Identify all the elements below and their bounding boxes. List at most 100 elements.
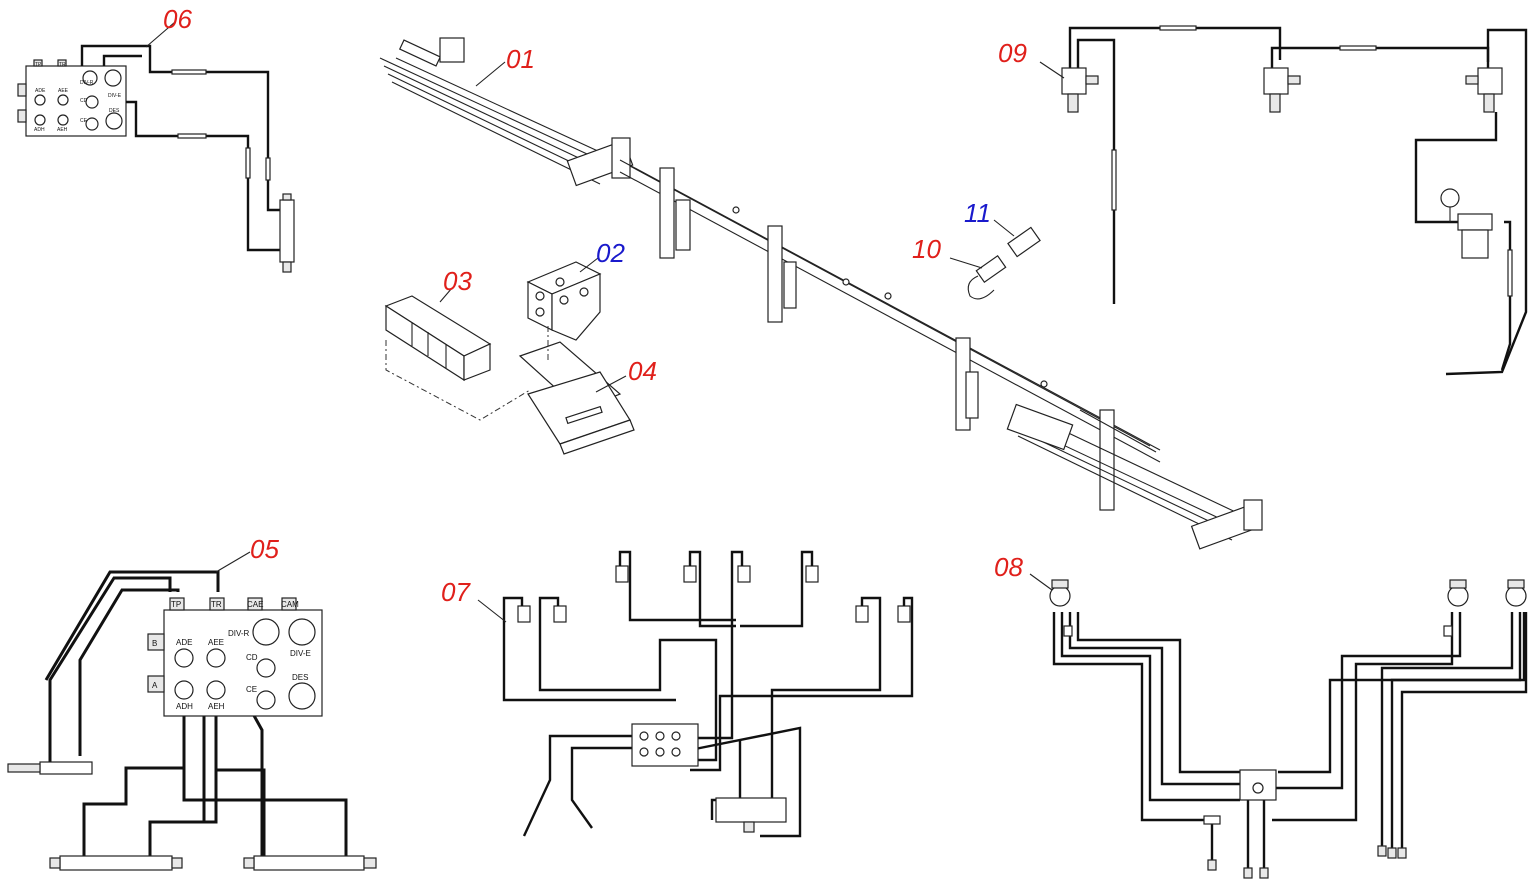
- valve-07: [737, 565, 751, 583]
- valve-07: [805, 565, 819, 583]
- bracket: [1243, 499, 1263, 531]
- valve-port: [535, 291, 545, 301]
- hose: [1068, 612, 1246, 786]
- port-stub: [33, 59, 43, 67]
- hose-sleeve: [177, 133, 207, 139]
- callout-02: 02: [596, 238, 625, 268]
- port-fitting: [85, 117, 99, 131]
- port-fitting: [57, 94, 69, 106]
- hose: [1445, 28, 1528, 376]
- pipe: [1079, 409, 1157, 453]
- assembly-07: [477, 550, 914, 838]
- port-stub-b: [147, 633, 165, 651]
- port-stub: [17, 109, 27, 123]
- bracket: [611, 137, 631, 179]
- port-label-des: DES: [292, 673, 308, 682]
- assembly-02: [526, 257, 602, 341]
- port-label-cd: CD: [80, 98, 88, 104]
- port-fitting-cd: [256, 658, 276, 678]
- cylinder-05-c: [253, 855, 365, 871]
- valve-port: [1287, 75, 1301, 85]
- valve-port: [555, 277, 565, 287]
- hose: [618, 550, 736, 622]
- hose: [1270, 46, 1490, 68]
- leader-line: [949, 257, 983, 269]
- hose: [1052, 612, 1210, 822]
- port-fitting: [104, 69, 122, 87]
- hose: [102, 54, 142, 66]
- port-label-div-r: DIV-R: [228, 629, 250, 638]
- post: [1099, 409, 1115, 511]
- cylinder-05-a: [39, 761, 93, 775]
- valve-port: [1465, 75, 1479, 85]
- assembly-04: [518, 326, 635, 455]
- pipe-clamp: [398, 39, 442, 67]
- bolt: [1040, 380, 1048, 388]
- port-label-aeh: AEH: [57, 127, 68, 133]
- callout-09: 09: [998, 38, 1027, 68]
- pipe: [379, 57, 601, 161]
- port-label-des: DES: [109, 108, 120, 114]
- valve-08: [1505, 585, 1527, 607]
- assembly-08: [1029, 573, 1528, 879]
- valve-08: [1049, 585, 1071, 607]
- dust-cap-chain: [967, 275, 995, 300]
- valve-07: [553, 605, 567, 623]
- port-label-div-e: DIV-E: [290, 649, 311, 658]
- hose: [1272, 612, 1454, 822]
- hose: [126, 100, 282, 252]
- valve-cap: [1507, 579, 1525, 589]
- port-label-ade: ADE: [176, 638, 192, 647]
- hose-end: [1377, 845, 1387, 857]
- hose-end: [1207, 859, 1217, 871]
- cylinder-rod-end: [243, 857, 255, 869]
- callout-labels: 01 02 03 04 05 06 07 08 09 10 11: [163, 4, 1027, 607]
- assembly-05: TP TR CAE CAM B A ADE AEE ADH AEH DIV-R …: [7, 551, 377, 871]
- hose-end: [1397, 847, 1407, 859]
- pipe: [383, 65, 601, 169]
- leader-line: [579, 257, 599, 273]
- hose-clip: [1063, 625, 1073, 637]
- cylinder-rod-end: [171, 857, 183, 869]
- port-label-cae: CAE: [247, 600, 263, 609]
- flow-divider-port: [743, 821, 755, 833]
- callout-11: 11: [964, 198, 991, 228]
- port-stub: [17, 83, 27, 97]
- hose-sleeve: [1111, 149, 1117, 211]
- bolt: [884, 292, 892, 300]
- pipe: [387, 73, 601, 177]
- port-stub-tp: [169, 597, 185, 611]
- tee-port: [1252, 782, 1264, 794]
- port-label-cam: CAM: [281, 600, 299, 609]
- hose: [690, 596, 914, 772]
- post-plate: [783, 261, 797, 309]
- hose: [502, 596, 676, 702]
- port-fitting: [57, 114, 69, 126]
- hose-sleeve: [1159, 25, 1197, 31]
- port-label-aee: AEE: [58, 88, 69, 94]
- valve-cap: [1449, 579, 1467, 589]
- filter-head: [1457, 213, 1493, 231]
- port-fitting-aee: [206, 648, 226, 668]
- manifold-port: [655, 731, 665, 741]
- port-label-adh: ADH: [176, 702, 193, 711]
- hose: [1278, 612, 1526, 774]
- port-label-ce: CE: [80, 118, 88, 124]
- cylinder-rod-end: [49, 857, 61, 869]
- port-fitting: [82, 70, 98, 86]
- port-fitting-div-r: [252, 618, 280, 646]
- port-fitting: [34, 114, 46, 126]
- valve-07: [855, 605, 869, 623]
- coupler-10: [975, 254, 1007, 284]
- hose: [1390, 612, 1522, 848]
- tee-fitting: [1203, 815, 1221, 825]
- callout-05: 05: [250, 534, 279, 564]
- pipe: [391, 81, 601, 185]
- callout-06: 06: [163, 4, 192, 34]
- valve-port: [559, 295, 569, 305]
- port-label-b: B: [152, 639, 157, 648]
- port-fitting: [34, 94, 46, 106]
- cylinder-cap: [282, 193, 292, 201]
- port-fitting-ade: [174, 648, 194, 668]
- post-plate: [965, 371, 979, 419]
